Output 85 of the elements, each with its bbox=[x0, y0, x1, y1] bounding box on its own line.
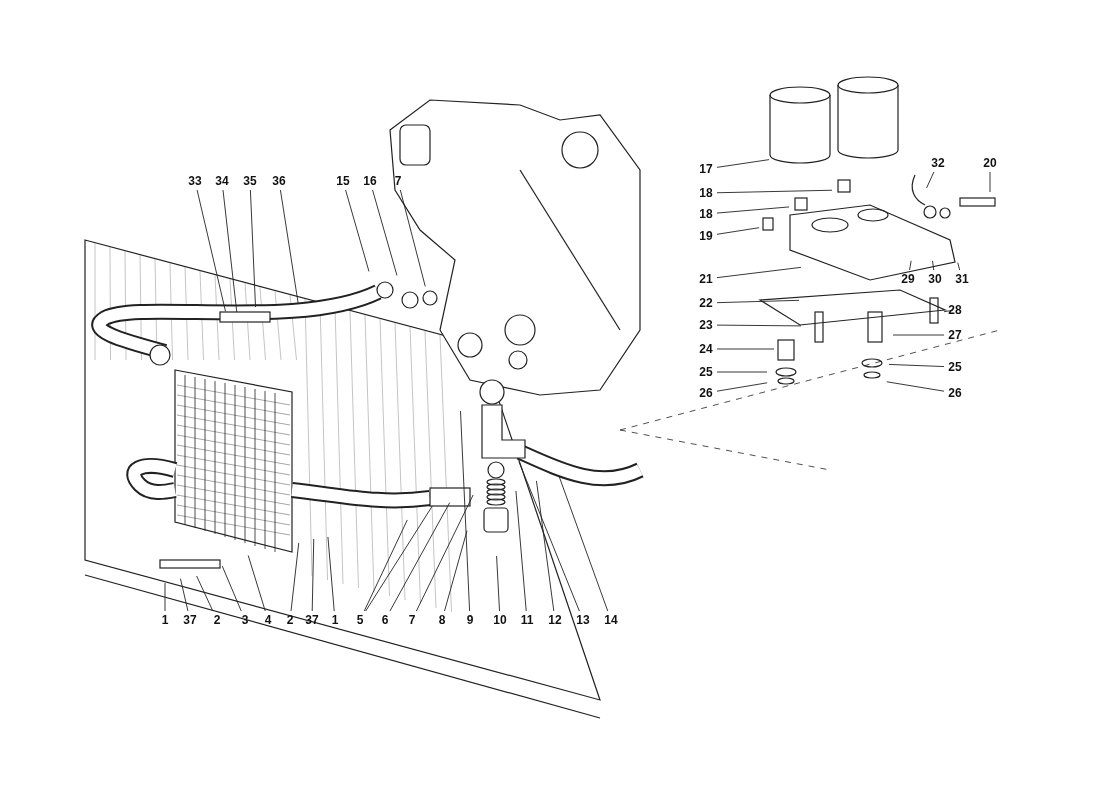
callout-number: 6 bbox=[381, 613, 389, 627]
leader-line bbox=[515, 490, 527, 612]
leader-line bbox=[716, 159, 770, 168]
callout-number: 7 bbox=[408, 613, 416, 627]
leader-line bbox=[399, 189, 426, 287]
callout-number: 19 bbox=[699, 229, 713, 243]
leader-line bbox=[221, 565, 242, 612]
callout-number: 25 bbox=[948, 360, 962, 374]
callout-number: 2 bbox=[286, 613, 294, 627]
callout-number: 25 bbox=[699, 365, 713, 379]
leader-line bbox=[518, 461, 580, 612]
callout-number: 22 bbox=[699, 296, 713, 310]
leader-line bbox=[716, 227, 760, 235]
callout-number: 21 bbox=[699, 272, 713, 286]
leader-line bbox=[222, 189, 238, 313]
callout-number: 33 bbox=[188, 174, 202, 188]
callout-number: 16 bbox=[363, 174, 377, 188]
callout-number: 2 bbox=[213, 613, 221, 627]
callout-number: 18 bbox=[699, 207, 713, 221]
callout-number: 30 bbox=[928, 272, 942, 286]
callout-number: 20 bbox=[983, 156, 997, 170]
callout-number: 36 bbox=[272, 174, 286, 188]
leader-line bbox=[716, 371, 768, 373]
callout-number: 10 bbox=[493, 613, 507, 627]
leader-line bbox=[716, 189, 833, 194]
leader-line bbox=[716, 206, 790, 214]
callout-number: 23 bbox=[699, 318, 713, 332]
leader-line bbox=[886, 381, 945, 392]
leader-line bbox=[180, 578, 189, 612]
callout-number: 18 bbox=[699, 186, 713, 200]
leader-line bbox=[279, 189, 299, 305]
callout-number: 1 bbox=[161, 613, 169, 627]
callout-number: 13 bbox=[576, 613, 590, 627]
leader-line bbox=[327, 536, 335, 612]
leader-line bbox=[716, 348, 775, 350]
leader-line bbox=[932, 260, 935, 271]
leader-line bbox=[415, 494, 474, 612]
callout-number: 8 bbox=[438, 613, 446, 627]
callout-number: 17 bbox=[699, 162, 713, 176]
callout-number: 34 bbox=[215, 174, 229, 188]
leader-line bbox=[716, 382, 768, 392]
callout-number: 28 bbox=[948, 303, 962, 317]
callout-number: 27 bbox=[948, 328, 962, 342]
callout-number: 24 bbox=[699, 342, 713, 356]
callout-number: 14 bbox=[604, 613, 618, 627]
leader-line bbox=[909, 260, 912, 271]
leader-line bbox=[345, 189, 370, 272]
callout-number: 15 bbox=[336, 174, 350, 188]
leader-line bbox=[372, 189, 398, 276]
leader-line bbox=[249, 189, 256, 308]
leader-line bbox=[196, 189, 226, 312]
callout-number: 5 bbox=[356, 613, 364, 627]
callout-number: 32 bbox=[931, 156, 945, 170]
leader-line bbox=[957, 262, 961, 271]
callout-number: 1 bbox=[331, 613, 339, 627]
leader-line bbox=[247, 555, 266, 612]
callout-number: 26 bbox=[699, 386, 713, 400]
callout-number: 35 bbox=[243, 174, 257, 188]
leader-line bbox=[365, 505, 433, 612]
callout-number: 31 bbox=[955, 272, 969, 286]
callout-number: 4 bbox=[264, 613, 272, 627]
leader-line bbox=[926, 171, 935, 189]
leader-line bbox=[989, 171, 991, 193]
leader-line bbox=[460, 410, 471, 612]
callout-number: 9 bbox=[466, 613, 474, 627]
leader-line bbox=[716, 266, 802, 279]
leader-line bbox=[363, 519, 408, 612]
leader-line bbox=[196, 575, 214, 612]
callout-number: 7 bbox=[394, 174, 402, 188]
leader-line bbox=[558, 474, 609, 612]
leader-line bbox=[164, 582, 166, 612]
leader-line bbox=[536, 480, 555, 612]
leader-line bbox=[716, 299, 800, 304]
leader-line bbox=[311, 538, 315, 612]
callout-number: 26 bbox=[948, 386, 962, 400]
leader-line bbox=[496, 555, 500, 612]
leader-line bbox=[389, 502, 451, 612]
callout-number: 29 bbox=[901, 272, 915, 286]
leader-line bbox=[290, 542, 300, 612]
leader-line bbox=[892, 334, 945, 336]
leader-line bbox=[888, 364, 945, 367]
callout-number: 11 bbox=[520, 613, 534, 627]
callout-number: 12 bbox=[548, 613, 562, 627]
callout-number: 37 bbox=[183, 613, 197, 627]
leader-line bbox=[716, 324, 802, 327]
